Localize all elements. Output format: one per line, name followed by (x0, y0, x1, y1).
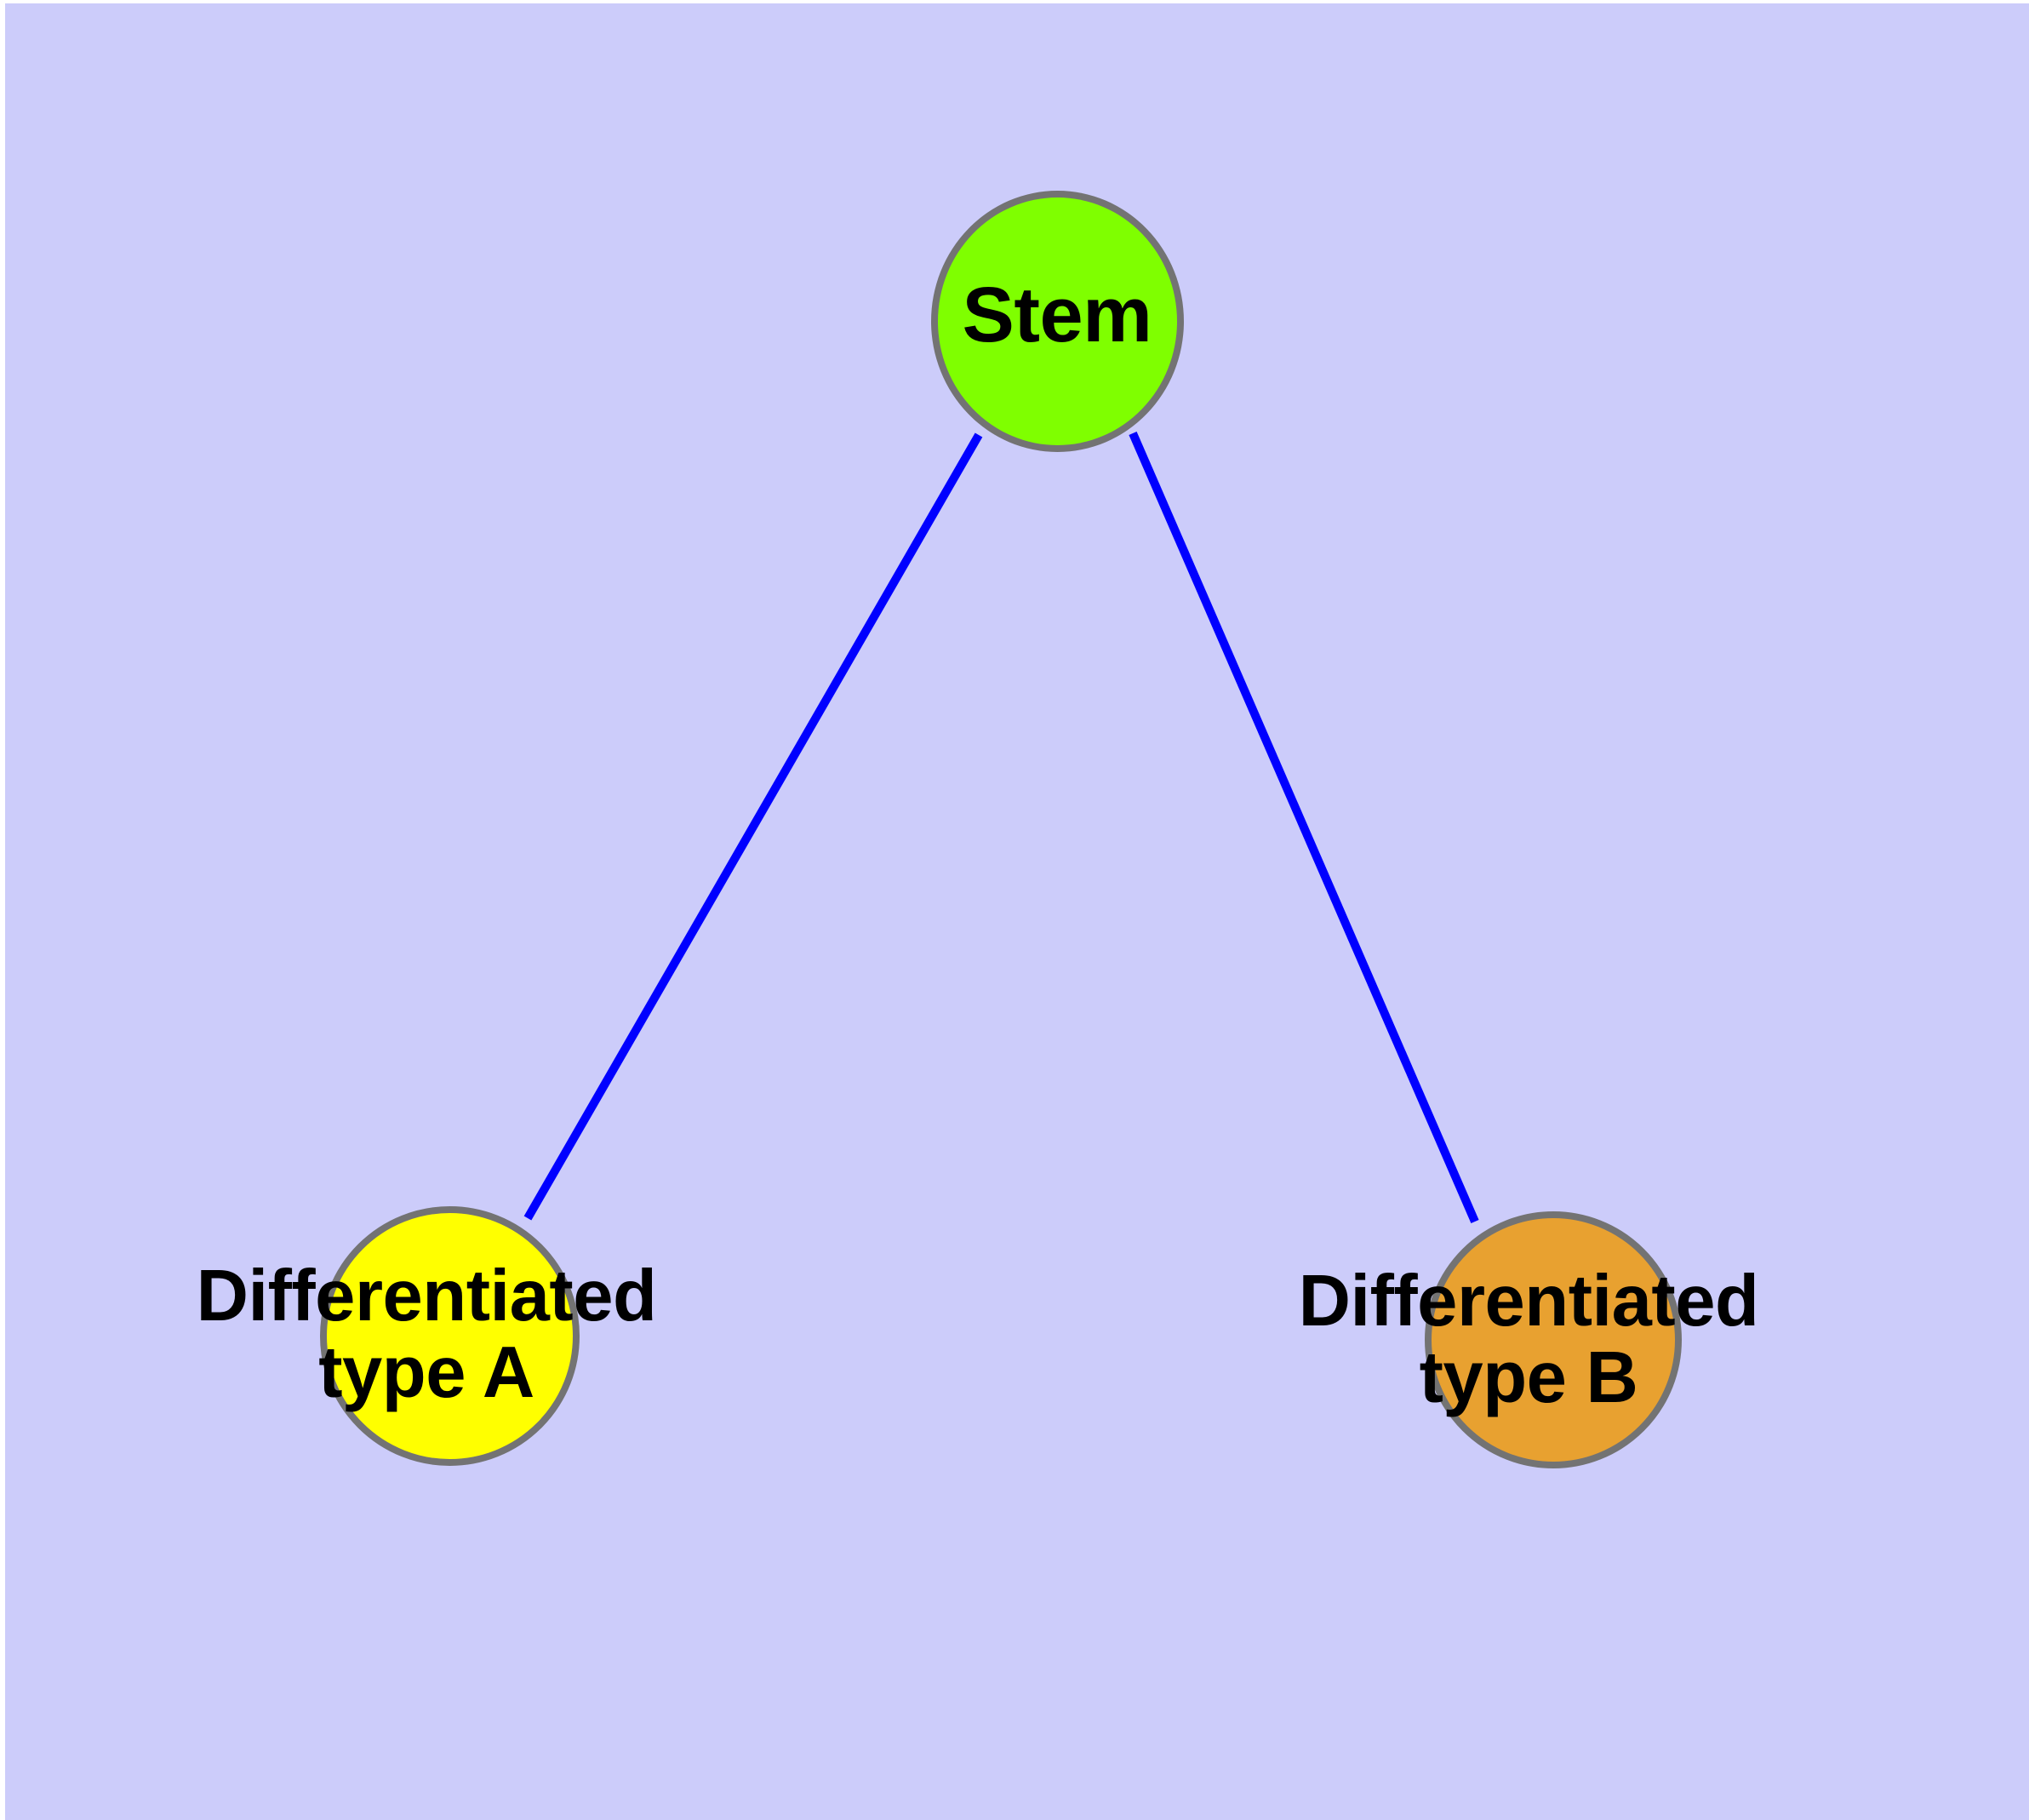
edge-stem-to-differentiated-type-b (1129, 432, 1479, 1223)
node-stem[interactable] (931, 191, 1184, 452)
node-differentiated-type-b[interactable] (1425, 1211, 1682, 1468)
edge-stem-to-differentiated-type-a (523, 432, 983, 1221)
node-differentiated-type-a[interactable] (320, 1206, 580, 1466)
node-differentiated-type-b-label: Differentiated type B (1298, 1261, 1759, 1419)
node-differentiated-type-a-label: Differentiated type A (196, 1256, 657, 1414)
node-stem-label: Stem (962, 272, 1152, 358)
